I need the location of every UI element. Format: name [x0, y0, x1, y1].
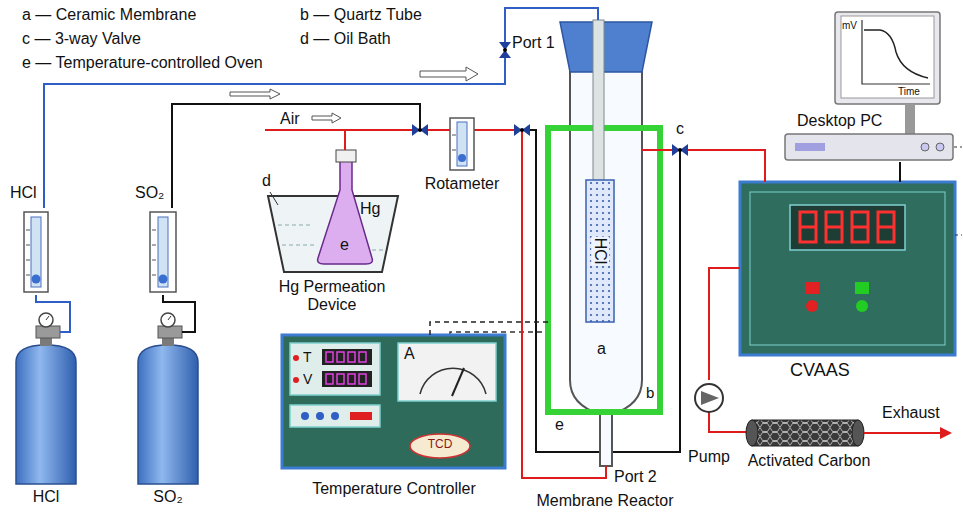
gas-cylinder: [138, 312, 198, 484]
key-entry: e — Temperature-controlled Oven: [22, 54, 263, 72]
key-entry: b — Quartz Tube: [300, 6, 422, 24]
controller-node: TVATCDTemperature Controller: [282, 335, 505, 468]
carbon-filter: [742, 420, 952, 446]
callout-letter: c: [676, 120, 684, 138]
air-line: [265, 129, 345, 131]
reactor-node: HClMembrane Reactor: [548, 20, 662, 466]
node-text: HCl: [591, 237, 609, 266]
callout-letter: e: [555, 416, 564, 434]
cylinder-node: SO₂: [130, 312, 208, 508]
node-text: mV: [842, 20, 857, 32]
gas-line: [345, 130, 444, 150]
cvaas-analyzer: [740, 182, 962, 355]
rotameter-node: Rotameter: [444, 115, 500, 172]
gas-line: [899, 162, 901, 182]
rotameter: [150, 212, 176, 292]
gas-line: [36, 295, 70, 312]
analyzer-node: CVAAS: [740, 182, 955, 355]
node-text: CVAAS: [790, 360, 850, 381]
pump-symbol: [695, 384, 732, 432]
computer-node: mV TimeDesktop PC: [785, 12, 955, 162]
gas-line: [709, 268, 740, 380]
key-entry: c — 3-way Valve: [22, 30, 141, 48]
gas-line: [172, 104, 444, 208]
key-entry: a — Ceramic Membrane: [22, 6, 196, 24]
node-text: HCl: [10, 184, 37, 202]
gas-line: [732, 431, 742, 433]
node-text: SO₂: [135, 184, 164, 202]
node-text: Hg Permeation Device: [267, 278, 397, 315]
oil-bath: [268, 150, 398, 272]
callout-letter: d: [262, 172, 271, 190]
callout-letter: e: [340, 236, 349, 254]
flow-label: Air: [280, 110, 300, 128]
control-wire: [430, 322, 548, 335]
valve-symbol: [412, 42, 688, 156]
gas-cylinder: [16, 312, 76, 484]
node-text: Hg: [360, 200, 380, 218]
flow-arrow: [230, 89, 280, 99]
gas-line: [662, 150, 765, 182]
rotameter-node: HCl: [18, 208, 56, 295]
port-label: Port 2: [614, 468, 657, 486]
filter-node: Activated Carbon: [742, 414, 876, 472]
temperature-controller: [282, 335, 505, 468]
pump-node: Pump: [686, 380, 732, 468]
node-text: V: [303, 371, 312, 387]
port-label: Port 1: [512, 34, 555, 52]
node-text: Pump: [688, 448, 730, 466]
node-text: SO₂: [153, 488, 182, 506]
callout-letter: b: [646, 384, 654, 401]
gas-line: [163, 295, 195, 312]
node-text: Time: [898, 86, 920, 98]
node-text: HCl: [33, 488, 60, 506]
node-text: Temperature Controller: [312, 480, 476, 498]
key-entry: d — Oil Bath: [300, 30, 391, 48]
rotameter: [24, 212, 48, 292]
callout-letter: a: [597, 340, 606, 358]
membrane-reactor: [548, 20, 662, 466]
rotameter-node: SO₂: [145, 208, 180, 295]
node-text: Activated Carbon: [748, 452, 871, 470]
node-text: Desktop PC: [797, 112, 882, 130]
flow-arrow: [420, 67, 478, 81]
gas-line: [500, 130, 606, 478]
node-text: T: [303, 349, 312, 365]
node-text: Membrane Reactor: [537, 492, 674, 510]
rotameter: [444, 118, 500, 170]
node-text: Rotameter: [425, 175, 500, 193]
node-text: A: [404, 345, 415, 363]
flow-arrow: [312, 113, 341, 123]
flow-label: Exhaust: [882, 404, 940, 422]
cylinder-node: HCl: [8, 312, 84, 508]
node-text: TCD: [428, 438, 453, 452]
permeation-device: Hg Hg Permeation Device: [262, 150, 402, 320]
desktop-pc: [785, 12, 962, 160]
